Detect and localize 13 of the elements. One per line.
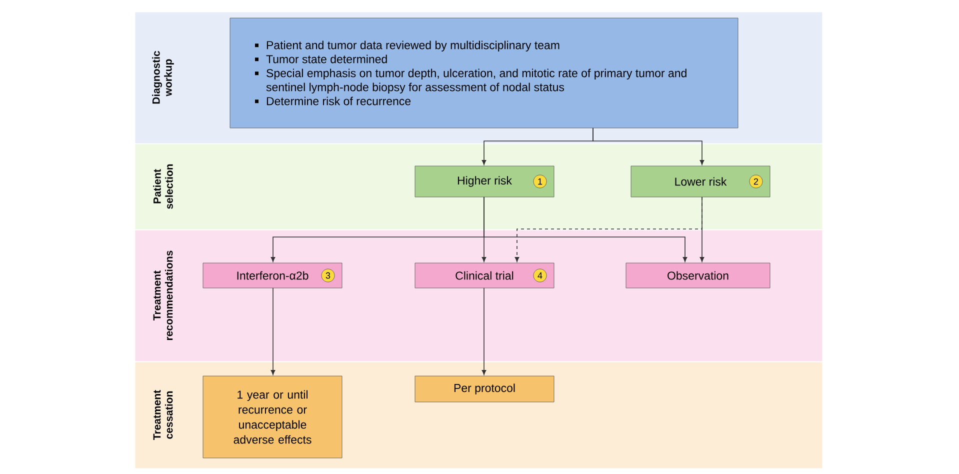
arrow [270,288,276,375]
arrow [700,196,704,262]
callout-number: 4 [533,268,547,282]
callout-number: 1 [533,174,547,188]
arrow [482,288,486,375]
arrow [592,128,704,165]
arrow [484,196,688,262]
process-box: Per protocol [414,376,554,402]
callout-number: 2 [749,174,763,188]
bullet-list-box: Patient and tumor data reviewed by multidisciplinary team Tumor state determined Special emphasis on tumor depth, ulceration, and mitotic rate of primary tumor and sentinel lymph-node biopsy for assessment of nodal status Determine risk of recurrence [230,18,738,128]
callout-number: 3 [321,268,335,282]
process-box: Observation [626,262,770,288]
process-box: 1 year or until recurrence or unacceptable adverse effects [202,376,342,458]
